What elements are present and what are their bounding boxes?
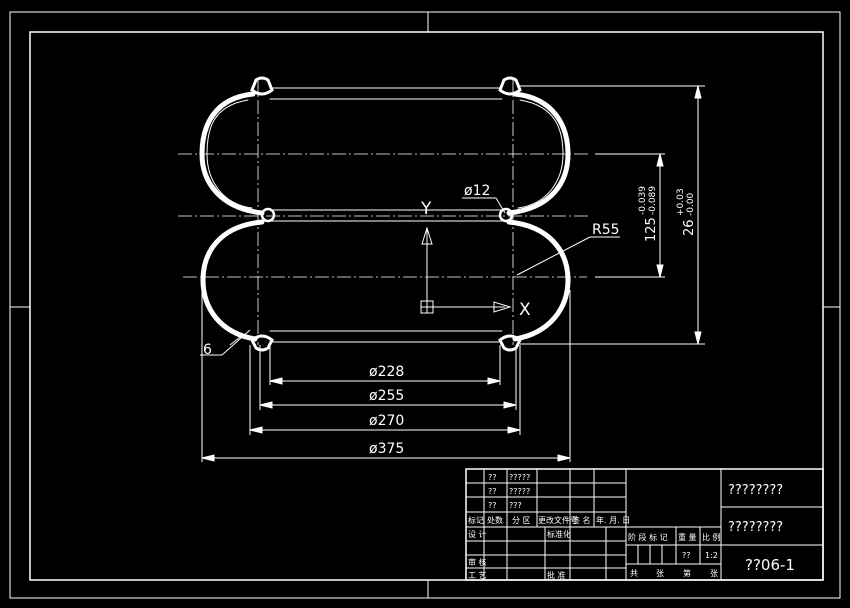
review-label: 审 核 [468,557,487,567]
x-axis-label: X [519,300,531,320]
dim-d270: ø270 [369,413,404,429]
dim-h125: 125 [644,217,659,242]
coordinate-axes [420,226,512,314]
dim-r55: R55 [592,222,620,238]
hdr-count: 处数 [487,515,503,525]
dim-h26-tol-lower: -0.00 [686,192,696,216]
name-top: ???????? [728,483,783,498]
hdr-file: 更改文件号 [538,515,578,525]
hdr-date: 年. 月. 日 [596,515,630,525]
dim-h26: 26 [682,219,697,236]
hdr-mark: 标记 [468,515,484,525]
dim-d255: ø255 [369,388,404,404]
rev-note-1: ????? [509,473,530,482]
dim-26-group: 26 +0.03 -0.00 [676,188,697,236]
outer-border [9,11,841,599]
weight-header: 重 量 [678,532,697,542]
dim-125-group: 125 -0.039 -0.089 [638,186,659,242]
scale-header: 比 例 [702,532,721,542]
rev-note-2: ????? [509,487,530,496]
centering-marks [10,12,840,598]
dim-d12: ø12 [464,183,490,199]
weight-value: ?? [682,551,691,560]
rev-note-3: ??? [509,501,522,510]
design-label: 设 计 [468,529,487,539]
approve-label: 批 准 [547,570,566,580]
inner-border [29,31,824,581]
bellows-outline [199,76,571,352]
rev-mark-2: ?? [488,487,497,496]
scale-value: 1:2 [705,551,718,560]
vertical-dimensions [520,85,705,345]
stage-header: 阶 段 标 记 [628,532,668,542]
sheet-no-label: 第 [683,568,691,578]
dim-h125-tol-upper: -0.039 [638,186,648,215]
sheet-total-unit: 张 [656,569,664,578]
horizontal-dimensions [201,290,571,462]
sheet-total-label: 共 [630,569,638,578]
rev-mark-3: ?? [488,501,497,510]
dim-thickness: 6 [203,342,212,358]
dim-d375: ø375 [369,441,404,457]
sheet-no-unit: 张 [710,569,718,578]
drawing-number: ??06-1 [745,556,795,574]
leader-lines [200,197,620,356]
dim-h125-tol-lower: -0.089 [648,186,658,215]
dim-d228: ø228 [369,364,404,380]
y-axis-label: Y [420,199,432,219]
title-block [465,468,824,581]
standardize-label: 标准化 [547,529,571,539]
name-mid: ???????? [728,520,783,535]
process-label: 工 艺 [468,571,487,580]
hdr-zone: 分 区 [512,516,531,525]
hdr-sign: 签 名 [572,515,591,525]
dim-h26-tol-upper: +0.03 [676,188,686,216]
rev-mark-1: ?? [488,473,497,482]
